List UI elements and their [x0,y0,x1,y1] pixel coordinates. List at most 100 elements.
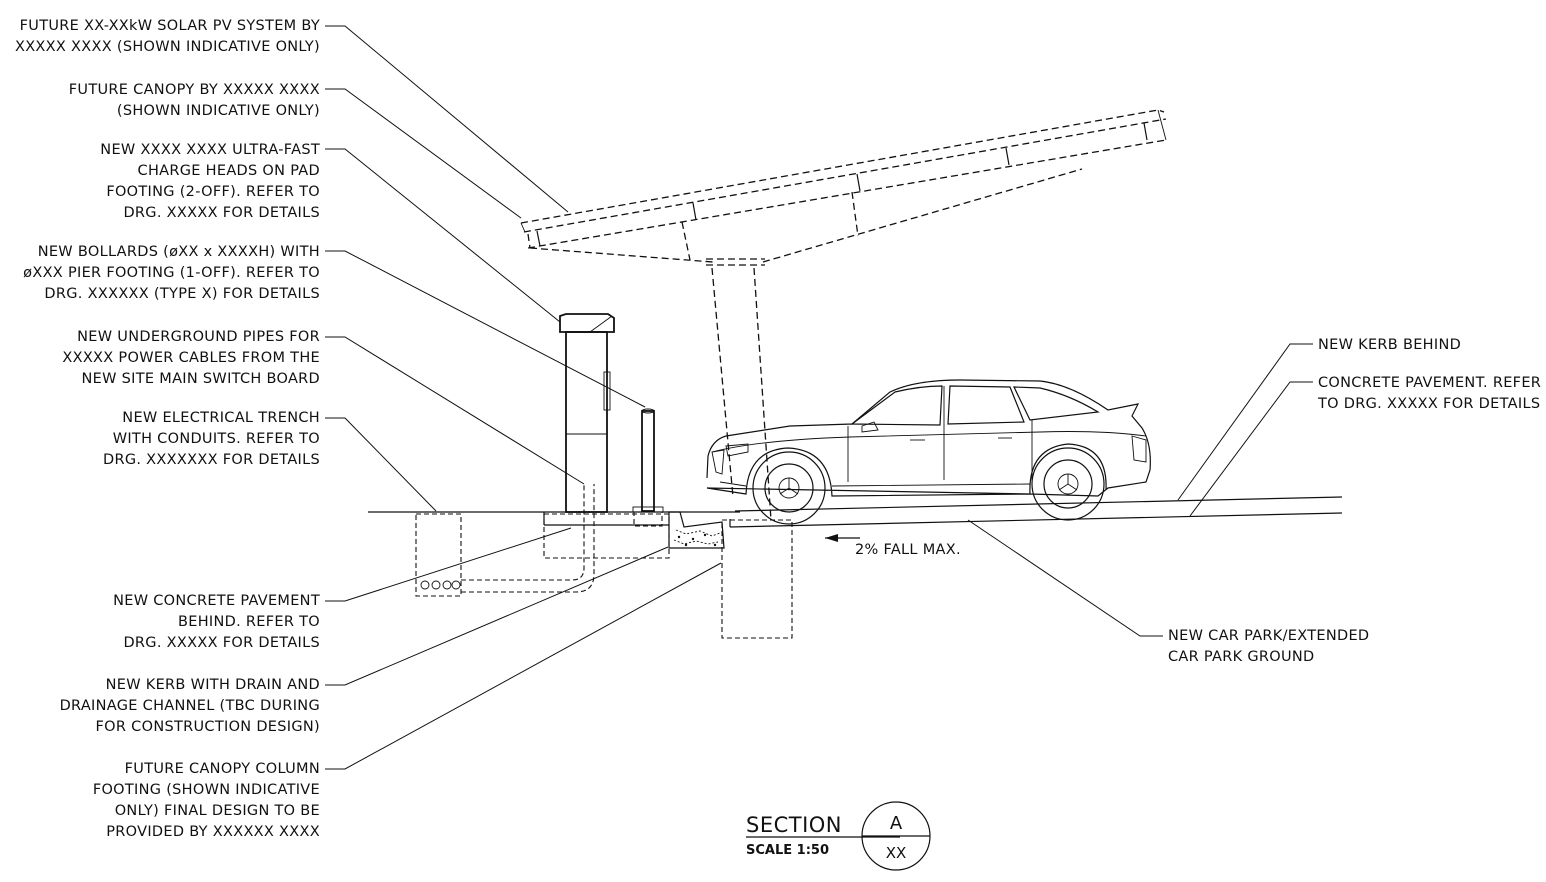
label-car-park-ground: NEW CAR PARK/EXTENDED CAR PARK GROUND [1168,628,1369,665]
bollard-base [632,506,664,513]
canopy-brace-right [762,168,1083,263]
label-charge-heads-line-3: FOOTING (2-OFF). REFER TO [106,184,320,200]
label-charge-heads-line-2: CHARGE HEADS ON PAD [138,163,320,179]
kerb-outline [668,511,725,549]
car-grille [711,449,725,475]
car-park-ground-line [729,512,1343,528]
label-kerb-drain: NEW KERB WITH DRAIN AND DRAINAGE CHANNEL… [60,677,320,735]
label-bollards-line-3: DRG. XXXXXX (TYPE X) FOR DETAILS [44,286,320,302]
purlin [856,173,861,192]
leader-kerb-drain [325,546,669,686]
label-underground-pipes-line-2: XXXXX POWER CABLES FROM THE [62,350,320,366]
label-bollards-line-2: øXXX PIER FOOTING (1-OFF). REFER TO [23,265,320,281]
label-underground-pipes: NEW UNDERGROUND PIPES FOR XXXXX POWER CA… [62,329,321,387]
label-concrete-pavement: NEW CONCRETE PAVEMENT BEHIND. REFER TO D… [113,593,320,651]
label-kerb-drain-line-1: NEW KERB WITH DRAIN AND [106,677,320,693]
bollard [632,408,664,527]
label-solar-pv: FUTURE XX-XXkW SOLAR PV SYSTEM BY XXXXX … [15,18,320,55]
label-canopy-line-1: FUTURE CANOPY BY XXXXX XXXX [69,82,320,98]
label-canopy-line-2: (SHOWN INDICATIVE ONLY) [117,103,320,119]
fall-arrow-head [825,534,838,542]
column-footing [721,519,793,639]
electrical-trench [415,513,462,597]
car-mirror [861,421,879,433]
leader-concrete-pavement [325,527,572,602]
label-column-footing-line-1: FUTURE CANOPY COLUMN [125,761,320,777]
section-title: SECTION [746,813,842,837]
section-marker-letter: A [890,813,903,834]
conduit-1 [420,580,430,590]
label-charge-heads-line-1: NEW XXXX XXXX ULTRA-FAST [100,142,320,158]
purlin [1005,147,1010,166]
leader-column-footing [325,562,722,770]
car-body [706,379,1151,497]
leader-lines [325,25,1313,770]
label-concrete-pavement-right: CONCRETE PAVEMENT. REFER TO DRG. XXXXX F… [1317,375,1541,412]
car-window-front [850,385,943,426]
label-concrete-pavement-line-2: BEHIND. REFER TO [178,614,320,630]
label-kerb-behind: NEW KERB BEHIND [1318,337,1461,353]
leader-solar-pv [325,25,569,213]
fall-note-text: 2% FALL MAX. [855,542,961,558]
car-taillight [1131,435,1147,463]
section-marker-sheet: XX [886,844,907,862]
leader-bollards [325,250,646,408]
canopy-column-left [711,267,734,498]
charger-body [565,331,608,513]
label-bollards-line-1: NEW BOLLARDS (øXX x XXXXH) WITH [38,244,320,260]
kerb-drain [668,511,725,549]
label-bollards: NEW BOLLARDS (øXX x XXXXH) WITH øXXX PIE… [23,244,320,302]
leader-underground-pipes [325,336,585,485]
canopy-brace-left [529,247,714,263]
conduit-2 [431,580,441,590]
solar-panel-top [520,109,1165,224]
car [706,379,1151,525]
charger-holster [603,371,611,411]
label-concrete-pavement-line-1: NEW CONCRETE PAVEMENT [113,593,320,609]
label-concrete-pavement-right-line-2: TO DRG. XXXXX FOR DETAILS [1317,396,1540,412]
label-electrical-trench: NEW ELECTRICAL TRENCH WITH CONDUITS. REF… [103,410,320,468]
label-kerb-behind-line-1: NEW KERB BEHIND [1318,337,1461,353]
leader-concrete-pavement-right [1189,381,1313,517]
label-concrete-pavement-line-3: DRG. XXXXX FOR DETAILS [123,635,320,651]
leader-electrical-trench [325,417,437,512]
charger-cap [559,313,615,333]
bollard-post [641,410,655,512]
car-window-rear [947,385,1025,425]
label-column-footing-line-4: PROVIDED BY XXXXXX XXXX [106,824,320,840]
purlin [1143,122,1148,141]
leader-canopy [325,88,522,219]
label-kerb-drain-line-2: DRAINAGE CHANNEL (TBC DURING [60,698,320,714]
conduit-4 [451,580,461,590]
pad-footing [543,513,670,559]
charger-pad-footing [543,512,670,559]
canopy-column-right [753,267,772,521]
label-electrical-trench-line-1: NEW ELECTRICAL TRENCH [122,410,320,426]
section-scale: SCALE 1:50 [746,843,829,858]
label-underground-pipes-line-3: NEW SITE MAIN SWITCH BOARD [82,371,321,387]
bollard-pier [633,511,663,527]
car-window-quarter [1013,386,1100,421]
label-underground-pipes-line-1: NEW UNDERGROUND PIPES FOR [77,329,320,345]
car-wheel-rear [1031,447,1105,521]
label-column-footing-line-3: ONLY) FINAL DESIGN TO BE [115,803,320,819]
section-title-block: SECTION SCALE 1:50 A XX [746,801,931,871]
car-headlight [725,443,749,457]
label-charge-heads: NEW XXXX XXXX ULTRA-FAST CHARGE HEADS ON… [100,142,320,221]
underground-pipes [461,484,595,593]
label-canopy: FUTURE CANOPY BY XXXXX XXXX (SHOWN INDIC… [69,82,320,119]
label-concrete-pavement-right-line-1: CONCRETE PAVEMENT. REFER [1318,375,1541,391]
leader-kerb-behind [1177,343,1313,501]
ground [368,496,1343,528]
car-wheel-front [752,451,826,525]
label-car-park-ground-line-2: CAR PARK GROUND [1168,649,1315,665]
column-footing-outline [721,519,793,639]
label-electrical-trench-line-3: DRG. XXXXXXX FOR DETAILS [103,452,320,468]
purlin [692,202,697,221]
purlin [536,230,541,247]
label-kerb-drain-line-3: FOR CONSTRUCTION DESIGN) [96,719,320,735]
canopy [520,109,1167,521]
label-column-footing-line-2: FOOTING (SHOWN INDICATIVE [93,782,320,798]
